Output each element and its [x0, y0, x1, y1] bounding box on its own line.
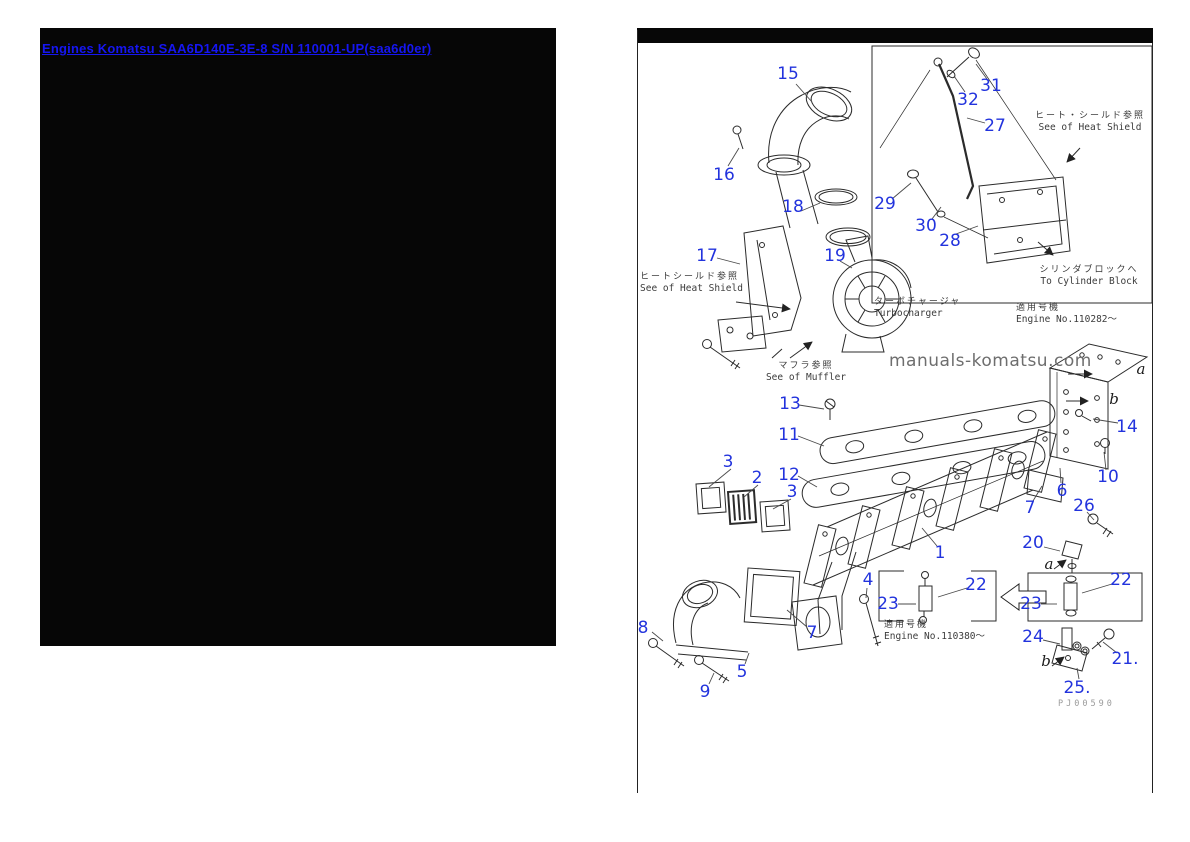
part-callout-4: 4 — [862, 570, 874, 590]
annotation-en: To Cylinder Block — [1040, 276, 1138, 287]
part-callout-18: 18 — [782, 197, 804, 217]
page-border-left — [637, 30, 638, 793]
part-callout-3: 3 — [786, 482, 798, 502]
part-callout-19: 19 — [824, 246, 846, 266]
ref-letter-a: a — [1044, 555, 1054, 573]
annotation-en: Engine No.110282～ — [1016, 314, 1118, 325]
part-callout-20: 20 — [1022, 533, 1044, 553]
annotation-jp: ターボチャージャ — [874, 297, 962, 307]
annotation-en: See of Muffler — [765, 372, 847, 383]
part-callout-26: 26 — [1073, 496, 1095, 516]
part-callout-11: 11 — [778, 425, 800, 445]
part-callout-12: 12 — [778, 465, 800, 485]
annotation-en: Turbocharger — [874, 308, 943, 319]
annotation-jp: マフラ参照 — [778, 361, 834, 371]
part-callout-22: 22 — [965, 575, 987, 595]
part-callout-27: 27 — [984, 116, 1006, 136]
part-callout-8: 8 — [637, 618, 649, 638]
part-callout-29: 29 — [874, 194, 896, 214]
part-callout-16: 16 — [713, 165, 735, 185]
part-callout-10: 10 — [1097, 467, 1119, 487]
annotation-jp: シリンダブロックへ — [1039, 265, 1139, 275]
part-callout-3: 3 — [722, 452, 734, 472]
part-callout-31: 31 — [980, 76, 1002, 96]
part-callout-9: 9 — [699, 682, 711, 702]
annotation-jp: 適用号機 — [884, 620, 929, 630]
part-callout-7: 7 — [806, 623, 818, 643]
annotation-jp: ヒート・シールド参照 — [1034, 111, 1146, 121]
part-callout-23: 23 — [1020, 594, 1042, 614]
ref-letter-b: b — [1041, 652, 1051, 670]
annotation-jp: 適用号機 — [1016, 303, 1061, 313]
part-callout-30: 30 — [915, 216, 937, 236]
annotation-en: Engine No.110380～ — [884, 631, 986, 642]
page-border-right — [1152, 43, 1153, 793]
part-callout-15: 15 — [777, 64, 799, 84]
annotation-jp: ヒートシールド参照 — [640, 272, 740, 282]
ref-letter-b: b — [1109, 390, 1119, 408]
part-callout-22: 22 — [1110, 570, 1132, 590]
part-callout-21: 21. — [1111, 649, 1139, 669]
part-callout-1: 1 — [934, 543, 946, 563]
watermark: manuals-komatsu.com — [889, 351, 1092, 371]
part-callout-24: 24 — [1022, 627, 1044, 647]
part-callout-5: 5 — [736, 662, 748, 682]
part-callout-7: 7 — [1024, 498, 1036, 518]
annotation-en: See of Heat Shield — [640, 283, 743, 294]
part-callout-23: 23 — [877, 594, 899, 614]
part-callout-25: 25. — [1063, 678, 1091, 698]
engine-model-link[interactable]: Engines Komatsu SAA6D140E-3E-8 S/N 11000… — [42, 41, 432, 56]
drawing-number: PJ00590 — [1058, 699, 1115, 709]
part-callout-2: 2 — [751, 468, 763, 488]
page-title-bar — [637, 28, 1153, 43]
part-callout-28: 28 — [939, 231, 961, 251]
cover-panel: Engines Komatsu SAA6D140E-3E-8 S/N 11000… — [40, 28, 556, 646]
part-callout-6: 6 — [1056, 481, 1068, 501]
part-callout-13: 13 — [779, 394, 801, 414]
annotation-en: See of Heat Shield — [1038, 122, 1142, 133]
part-callout-32: 32 — [957, 90, 979, 110]
ref-letter-a: a — [1136, 360, 1146, 378]
part-callout-17: 17 — [696, 246, 718, 266]
part-callout-14: 14 — [1116, 417, 1138, 437]
